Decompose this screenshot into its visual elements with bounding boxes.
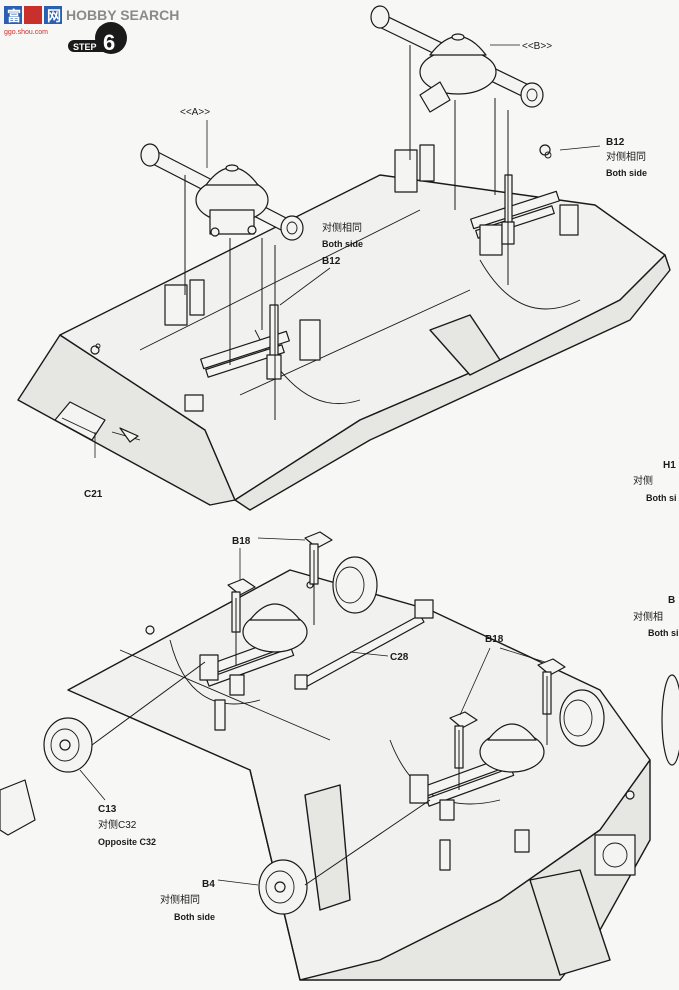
callout-b4-en: Both side [174, 912, 215, 922]
leader-lines [79, 44, 601, 886]
logo-cn-1: 富 [7, 8, 21, 24]
callout-c13-en: Opposite C32 [98, 837, 156, 847]
step-badge: STEP 6 [68, 22, 127, 55]
logo-text: HOBBY SEARCH [66, 7, 179, 23]
callout-b12-right-en: Both side [606, 168, 647, 178]
step-label: STEP [73, 42, 97, 52]
callout-h-edge-part: H1 [663, 460, 676, 471]
bottom-hull [67, 569, 651, 981]
assembly-guide-lines-bottom [91, 550, 548, 886]
step-number: 6 [103, 30, 115, 55]
callout-b12-right-part: B12 [606, 137, 625, 148]
callout-b-edge-cn: 对侧相 [633, 610, 663, 623]
callout-b18-left-part: B18 [232, 536, 251, 547]
callout-b12-right-cn: 对侧相同 [606, 150, 646, 163]
callout-c13-cn: 对侧C32 [98, 818, 137, 831]
callout-b12-center-en: Both side [322, 239, 363, 249]
sub-assembly-a-label: <<A>> [180, 107, 210, 118]
callout-b4-cn: 对侧相同 [160, 893, 200, 906]
top-hull [17, 144, 671, 511]
bottom-suspension-left [199, 599, 434, 731]
callout-b-edge-en: Both si [648, 628, 679, 638]
logo-cn-2: 网 [47, 8, 61, 24]
assembly-guide-lines-top [184, 45, 509, 420]
leaf-springs-left [164, 279, 321, 412]
bottom-suspension-right [409, 723, 545, 871]
callout-c21-part: C21 [84, 489, 103, 500]
callout-c13-part: C13 [98, 804, 117, 815]
logo-url: ggo.shou.com [4, 29, 48, 36]
sub-assembly-b-label: <<B>> [522, 41, 552, 52]
callout-h-edge-cn: 对侧 [633, 474, 653, 487]
leaf-springs-right [394, 144, 579, 256]
callout-b4-part: B4 [202, 879, 215, 890]
callout-b18-right-part: B18 [485, 634, 504, 645]
hobby-search-logo: 富 网 HOBBY SEARCH ggo.shou.com [4, 6, 179, 36]
axle-b [370, 5, 544, 113]
callout-b12-center-cn: 对侧相同 [322, 221, 362, 234]
axle-a [140, 143, 304, 241]
callout-b-edge-part: B [668, 595, 675, 606]
callout-b12-center-part: B12 [322, 256, 341, 267]
callout-h-edge-en: Both si [646, 493, 677, 503]
wheels [0, 556, 679, 915]
callout-c28-part: C28 [390, 652, 409, 663]
